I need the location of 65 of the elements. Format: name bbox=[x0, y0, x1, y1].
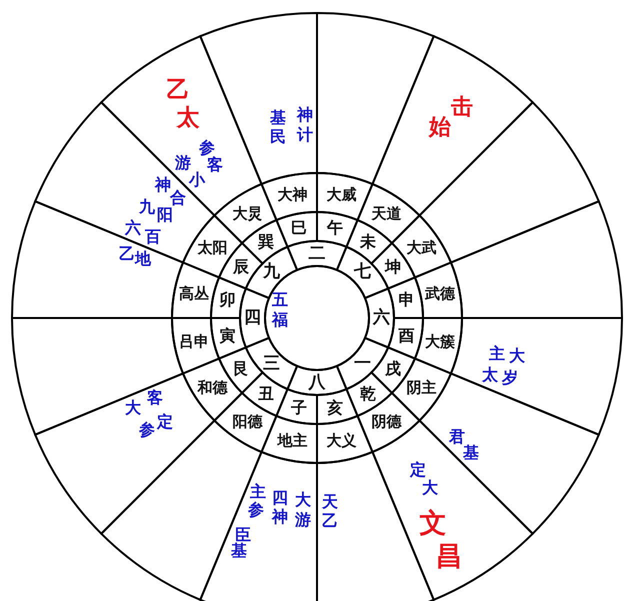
number-ring-segment bbox=[363, 287, 396, 349]
god-ring-segment bbox=[315, 414, 374, 465]
god-name: 大炅 bbox=[232, 206, 262, 222]
god-name: 阳德 bbox=[232, 414, 262, 430]
branch-name: 乾 bbox=[360, 386, 376, 402]
branch-name: 申 bbox=[398, 292, 415, 308]
sector-text: 大游 bbox=[295, 492, 311, 528]
palace-number: 四 bbox=[244, 310, 261, 326]
palace-number: 八 bbox=[308, 374, 326, 391]
branch-name: 巳 bbox=[291, 220, 308, 236]
palace-number: 七 bbox=[354, 264, 372, 281]
god-ring-segment bbox=[260, 171, 319, 222]
sector-text: 天乙 bbox=[322, 494, 338, 529]
branch-name: 卯 bbox=[219, 292, 236, 308]
sector-text: 基民 bbox=[270, 110, 286, 145]
number-ring-segment bbox=[286, 364, 348, 397]
branch-name: 辰 bbox=[232, 259, 249, 276]
palace-number: 一 bbox=[354, 355, 372, 372]
god-name: 阴主 bbox=[406, 380, 436, 396]
god-name: 高丛 bbox=[178, 286, 209, 302]
god-name: 大义 bbox=[326, 434, 356, 449]
palace-number: 三 bbox=[262, 355, 280, 372]
god-name: 和德 bbox=[198, 380, 228, 396]
branch-name: 午 bbox=[326, 220, 343, 236]
sector-text: 太岁 bbox=[482, 367, 518, 386]
sector-text: 乙太 bbox=[166, 78, 200, 130]
branch-name: 坤 bbox=[385, 259, 402, 276]
sector-text: 文昌 bbox=[420, 510, 462, 570]
god-name: 太阳 bbox=[198, 240, 228, 256]
number-ring-segment bbox=[238, 287, 271, 349]
god-name: 大威 bbox=[326, 187, 356, 202]
branch-name: 丑 bbox=[258, 386, 274, 402]
god-name: 地主 bbox=[278, 434, 308, 449]
god-name: 大簇 bbox=[425, 334, 456, 350]
god-name: 大武 bbox=[406, 240, 436, 256]
branch-name: 戌 bbox=[385, 360, 402, 377]
god-ring-segment bbox=[413, 261, 464, 320]
sector-text: 主大 bbox=[489, 346, 525, 364]
sector-text: 神计 bbox=[297, 107, 313, 143]
sector-text: 定大 bbox=[410, 462, 438, 496]
palace-number: 二 bbox=[308, 245, 326, 262]
branch-name: 亥 bbox=[326, 400, 343, 416]
branch-name: 酉 bbox=[398, 328, 415, 344]
palace-number: 六 bbox=[373, 310, 390, 326]
sector-text: 参定 bbox=[139, 414, 173, 438]
sector-text: 主参 bbox=[248, 484, 266, 518]
branch-name: 未 bbox=[360, 234, 376, 250]
god-ring-segment bbox=[170, 316, 221, 375]
sector-text: 始击 bbox=[429, 97, 473, 139]
center-text: 五福 bbox=[272, 292, 288, 328]
sector-text: 臣基 bbox=[231, 527, 251, 559]
palace-number: 九 bbox=[262, 264, 280, 281]
branch-name: 艮 bbox=[232, 360, 249, 377]
branch-name: 寅 bbox=[219, 328, 236, 344]
god-name: 天道 bbox=[372, 206, 402, 222]
sector-text: 乙地 bbox=[119, 246, 151, 267]
sector-text: 君基 bbox=[449, 429, 479, 461]
god-name: 大神 bbox=[278, 187, 308, 202]
sector-text: 四神 bbox=[272, 490, 288, 525]
center-circle bbox=[263, 264, 371, 372]
branch-name: 巽 bbox=[258, 234, 274, 250]
god-name: 武德 bbox=[425, 286, 456, 302]
god-name: 阴德 bbox=[372, 414, 402, 430]
branch-name: 子 bbox=[291, 400, 308, 416]
god-name: 吕申 bbox=[178, 334, 209, 350]
